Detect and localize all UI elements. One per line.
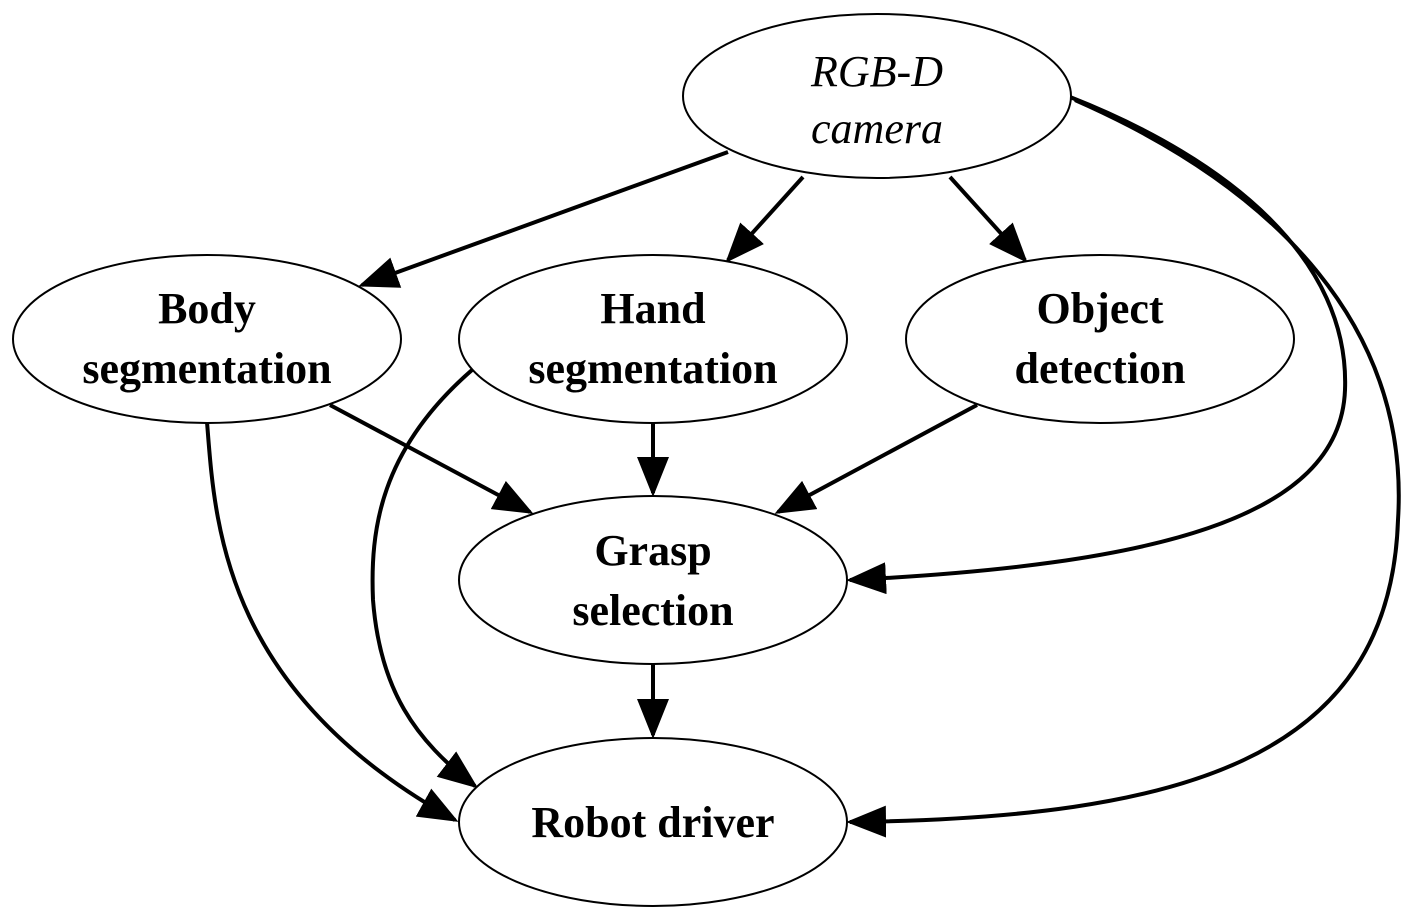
node-robot-label: Robot driver: [531, 798, 774, 847]
edge-camera-to-hand: [725, 175, 805, 263]
edge-camera-to-object: [948, 175, 1028, 263]
edge-object-to-grasp: [774, 403, 978, 514]
node-object-label-line1: Object: [1036, 284, 1163, 333]
node-grasp-ellipse: [458, 495, 848, 665]
node-camera-label-line1: RGB-D: [810, 47, 943, 96]
edge-camera-to-grasp: [846, 95, 1348, 595]
node-object-label-line2: detection: [1014, 344, 1185, 393]
edge-camera-to-robot: [846, 98, 1401, 838]
node-object-ellipse: [905, 254, 1295, 424]
node-hand-label-line1: Hand: [600, 284, 705, 333]
node-hand: Hand segmentation: [458, 254, 848, 424]
node-body-label-line1: Body: [158, 284, 256, 333]
edges: [205, 95, 1401, 838]
edge-hand-to-robot: [370, 368, 479, 789]
node-camera-label-line2: camera: [811, 104, 943, 153]
edge-body-to-grasp: [329, 403, 534, 514]
node-grasp-label-line1: Grasp: [594, 526, 711, 575]
node-grasp: Grasp selection: [458, 495, 848, 665]
node-hand-label-line2: segmentation: [528, 344, 777, 393]
node-hand-ellipse: [458, 254, 848, 424]
edge-camera-to-body: [358, 150, 729, 288]
node-camera: RGB-D camera: [682, 13, 1072, 179]
edge-body-to-robot: [205, 421, 459, 822]
node-body: Body segmentation: [12, 254, 402, 424]
node-grasp-label-line2: selection: [572, 586, 733, 635]
node-camera-ellipse: [682, 13, 1072, 179]
node-object: Object detection: [905, 254, 1295, 424]
node-robot: Robot driver: [458, 737, 848, 907]
node-body-ellipse: [12, 254, 402, 424]
node-body-label-line2: segmentation: [82, 344, 331, 393]
node-robot-ellipse: [458, 737, 848, 907]
